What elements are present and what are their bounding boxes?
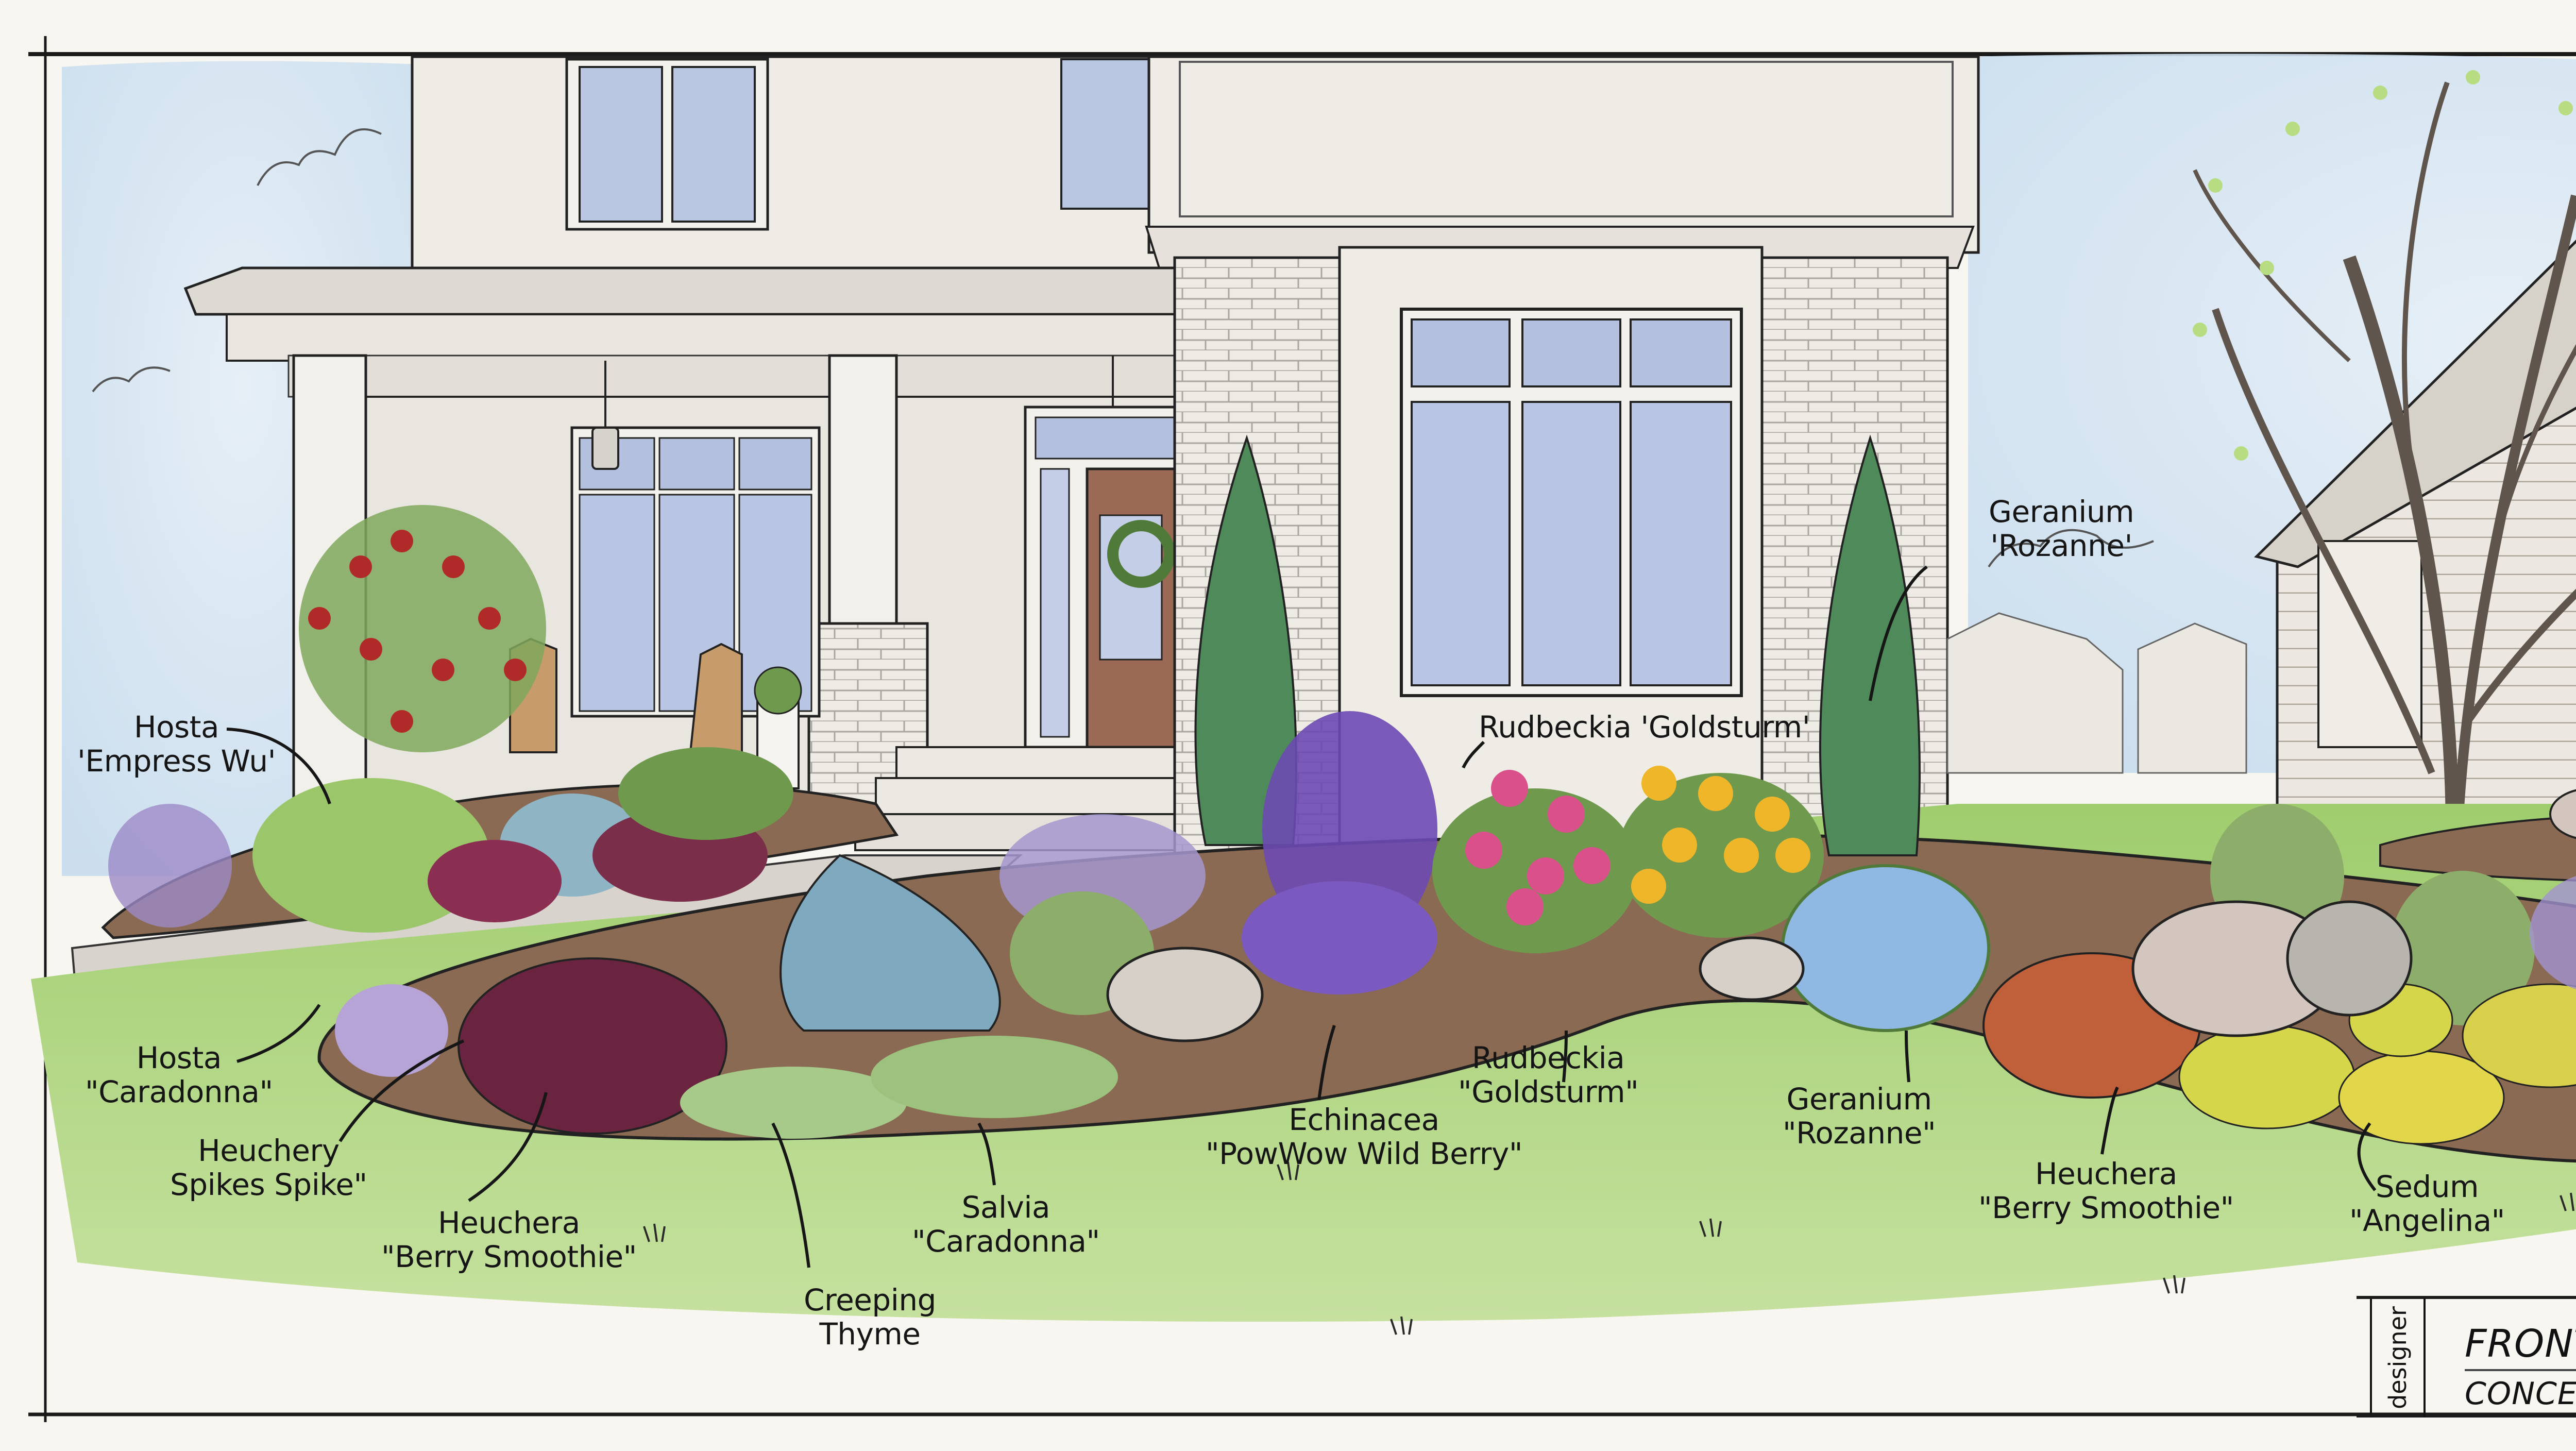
label-heuchery-spikes: Heuchery Spikes Spike"	[170, 1133, 367, 1202]
label-creeping-thyme: Creeping Thyme	[804, 1283, 936, 1352]
label-heuchera-left: Heuchera "Berry Smoothie"	[381, 1205, 637, 1274]
frame-border	[28, 36, 2576, 1422]
tree-buds	[2193, 70, 2573, 461]
plants	[108, 434, 2576, 1145]
label-sedum: Sedum "Angelina"	[2349, 1169, 2505, 1238]
label-rudbeckia-top: Rudbeckia 'Goldsturm'	[1479, 710, 1810, 745]
label-heuchera-right: Heuchera "Berry Smoothie"	[1978, 1156, 2234, 1225]
designer-label: designer	[2384, 1306, 2412, 1409]
drawing-subtitle: CONCEPT PLAN - RESIDENCE DESIGN	[2465, 1376, 2576, 1412]
grass-tufts	[643, 1161, 2574, 1335]
label-hosta-caradonna: Hosta "Caradonna"	[85, 1040, 273, 1109]
label-geranium-top: Geranium 'Rozanne'	[1989, 494, 2134, 563]
title-divider	[2465, 1369, 2576, 1371]
leader-lines	[226, 565, 2377, 1268]
deciduous-tree	[2193, 81, 2576, 835]
label-echinacea: Echinacea "PowWow Wild Berry"	[1206, 1102, 1523, 1171]
label-hosta-empress-wu: Hosta 'Empress Wu'	[77, 710, 276, 779]
title-block: designer FRONT GARDEN ELEVATION CONCEPT …	[2357, 1296, 2576, 1418]
label-geranium-bottom: Geranium "Rozanne"	[1783, 1082, 1936, 1151]
drawing-title: FRONT GARDEN ELEVATION	[2465, 1322, 2576, 1366]
label-salvia: Salvia "Caradonna"	[912, 1190, 1100, 1259]
label-rudbeckia-bottom: Rudbeckia "Goldsturm"	[1458, 1040, 1639, 1109]
designer-cell: designer	[2372, 1298, 2426, 1417]
